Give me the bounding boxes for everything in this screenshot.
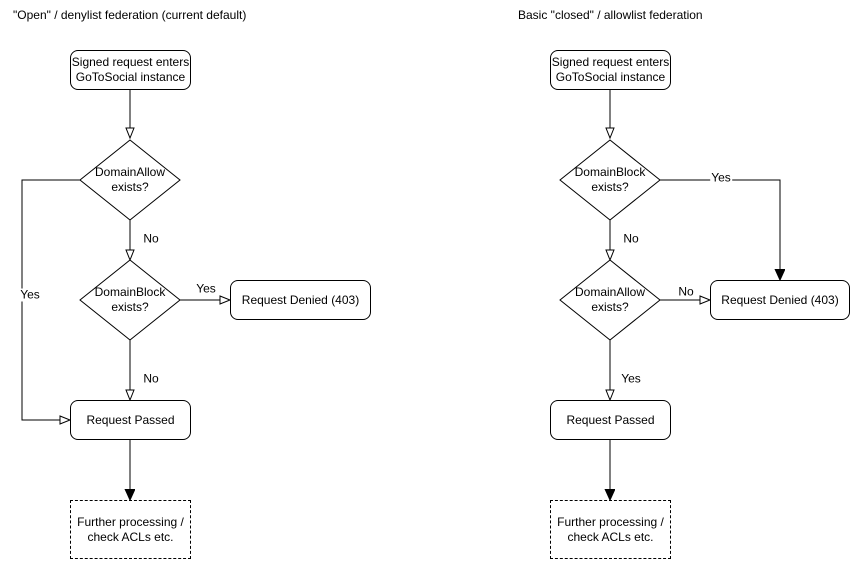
right-edge-label-decision2-yes: Yes <box>620 371 642 386</box>
right-edge-label-decision1-no: No <box>622 231 640 246</box>
left-denied-node: Request Denied (403) <box>230 280 371 320</box>
right-chart-edges <box>559 90 780 500</box>
left-further-node: Further processing / check ACLs etc. <box>70 500 191 559</box>
right-edge-label-decision2-no: No <box>677 284 695 299</box>
right-denied-node: Request Denied (403) <box>710 280 850 320</box>
left-start-node: Signed request enters GoToSocial instanc… <box>70 50 191 90</box>
right-decision2-label: DomainAllow exists? <box>574 285 646 314</box>
left-decision1-label: DomainAllow exists? <box>94 165 166 194</box>
decision1-diamond <box>79 139 181 221</box>
left-edge-label-decision1-no: No <box>142 231 160 246</box>
right-decision1-label: DomainBlock exists? <box>574 165 646 194</box>
left-edge-label-decision2-no: No <box>142 371 160 386</box>
right-edge-label-decision1-yes: Yes <box>710 170 732 185</box>
left-chart-title: "Open" / denylist federation (current de… <box>13 8 247 22</box>
left-decision2-label: DomainBlock exists? <box>94 285 166 314</box>
left-chart-edges <box>21 90 232 500</box>
right-start-node: Signed request enters GoToSocial instanc… <box>550 50 671 90</box>
left-edge-label-decision1-yes: Yes <box>19 287 41 302</box>
left-edge-label-decision2-yes: Yes <box>195 281 217 296</box>
decision2-diamond <box>79 259 181 341</box>
right-passed-node: Request Passed <box>550 400 671 440</box>
right-chart-title: Basic "closed" / allowlist federation <box>518 8 703 22</box>
right-further-node: Further processing / check ACLs etc. <box>550 500 671 559</box>
decision1-diamond <box>559 139 661 221</box>
left-passed-node: Request Passed <box>70 400 191 440</box>
decision2-diamond <box>559 259 661 341</box>
edge-decision1-yes-to-denied <box>660 179 780 280</box>
